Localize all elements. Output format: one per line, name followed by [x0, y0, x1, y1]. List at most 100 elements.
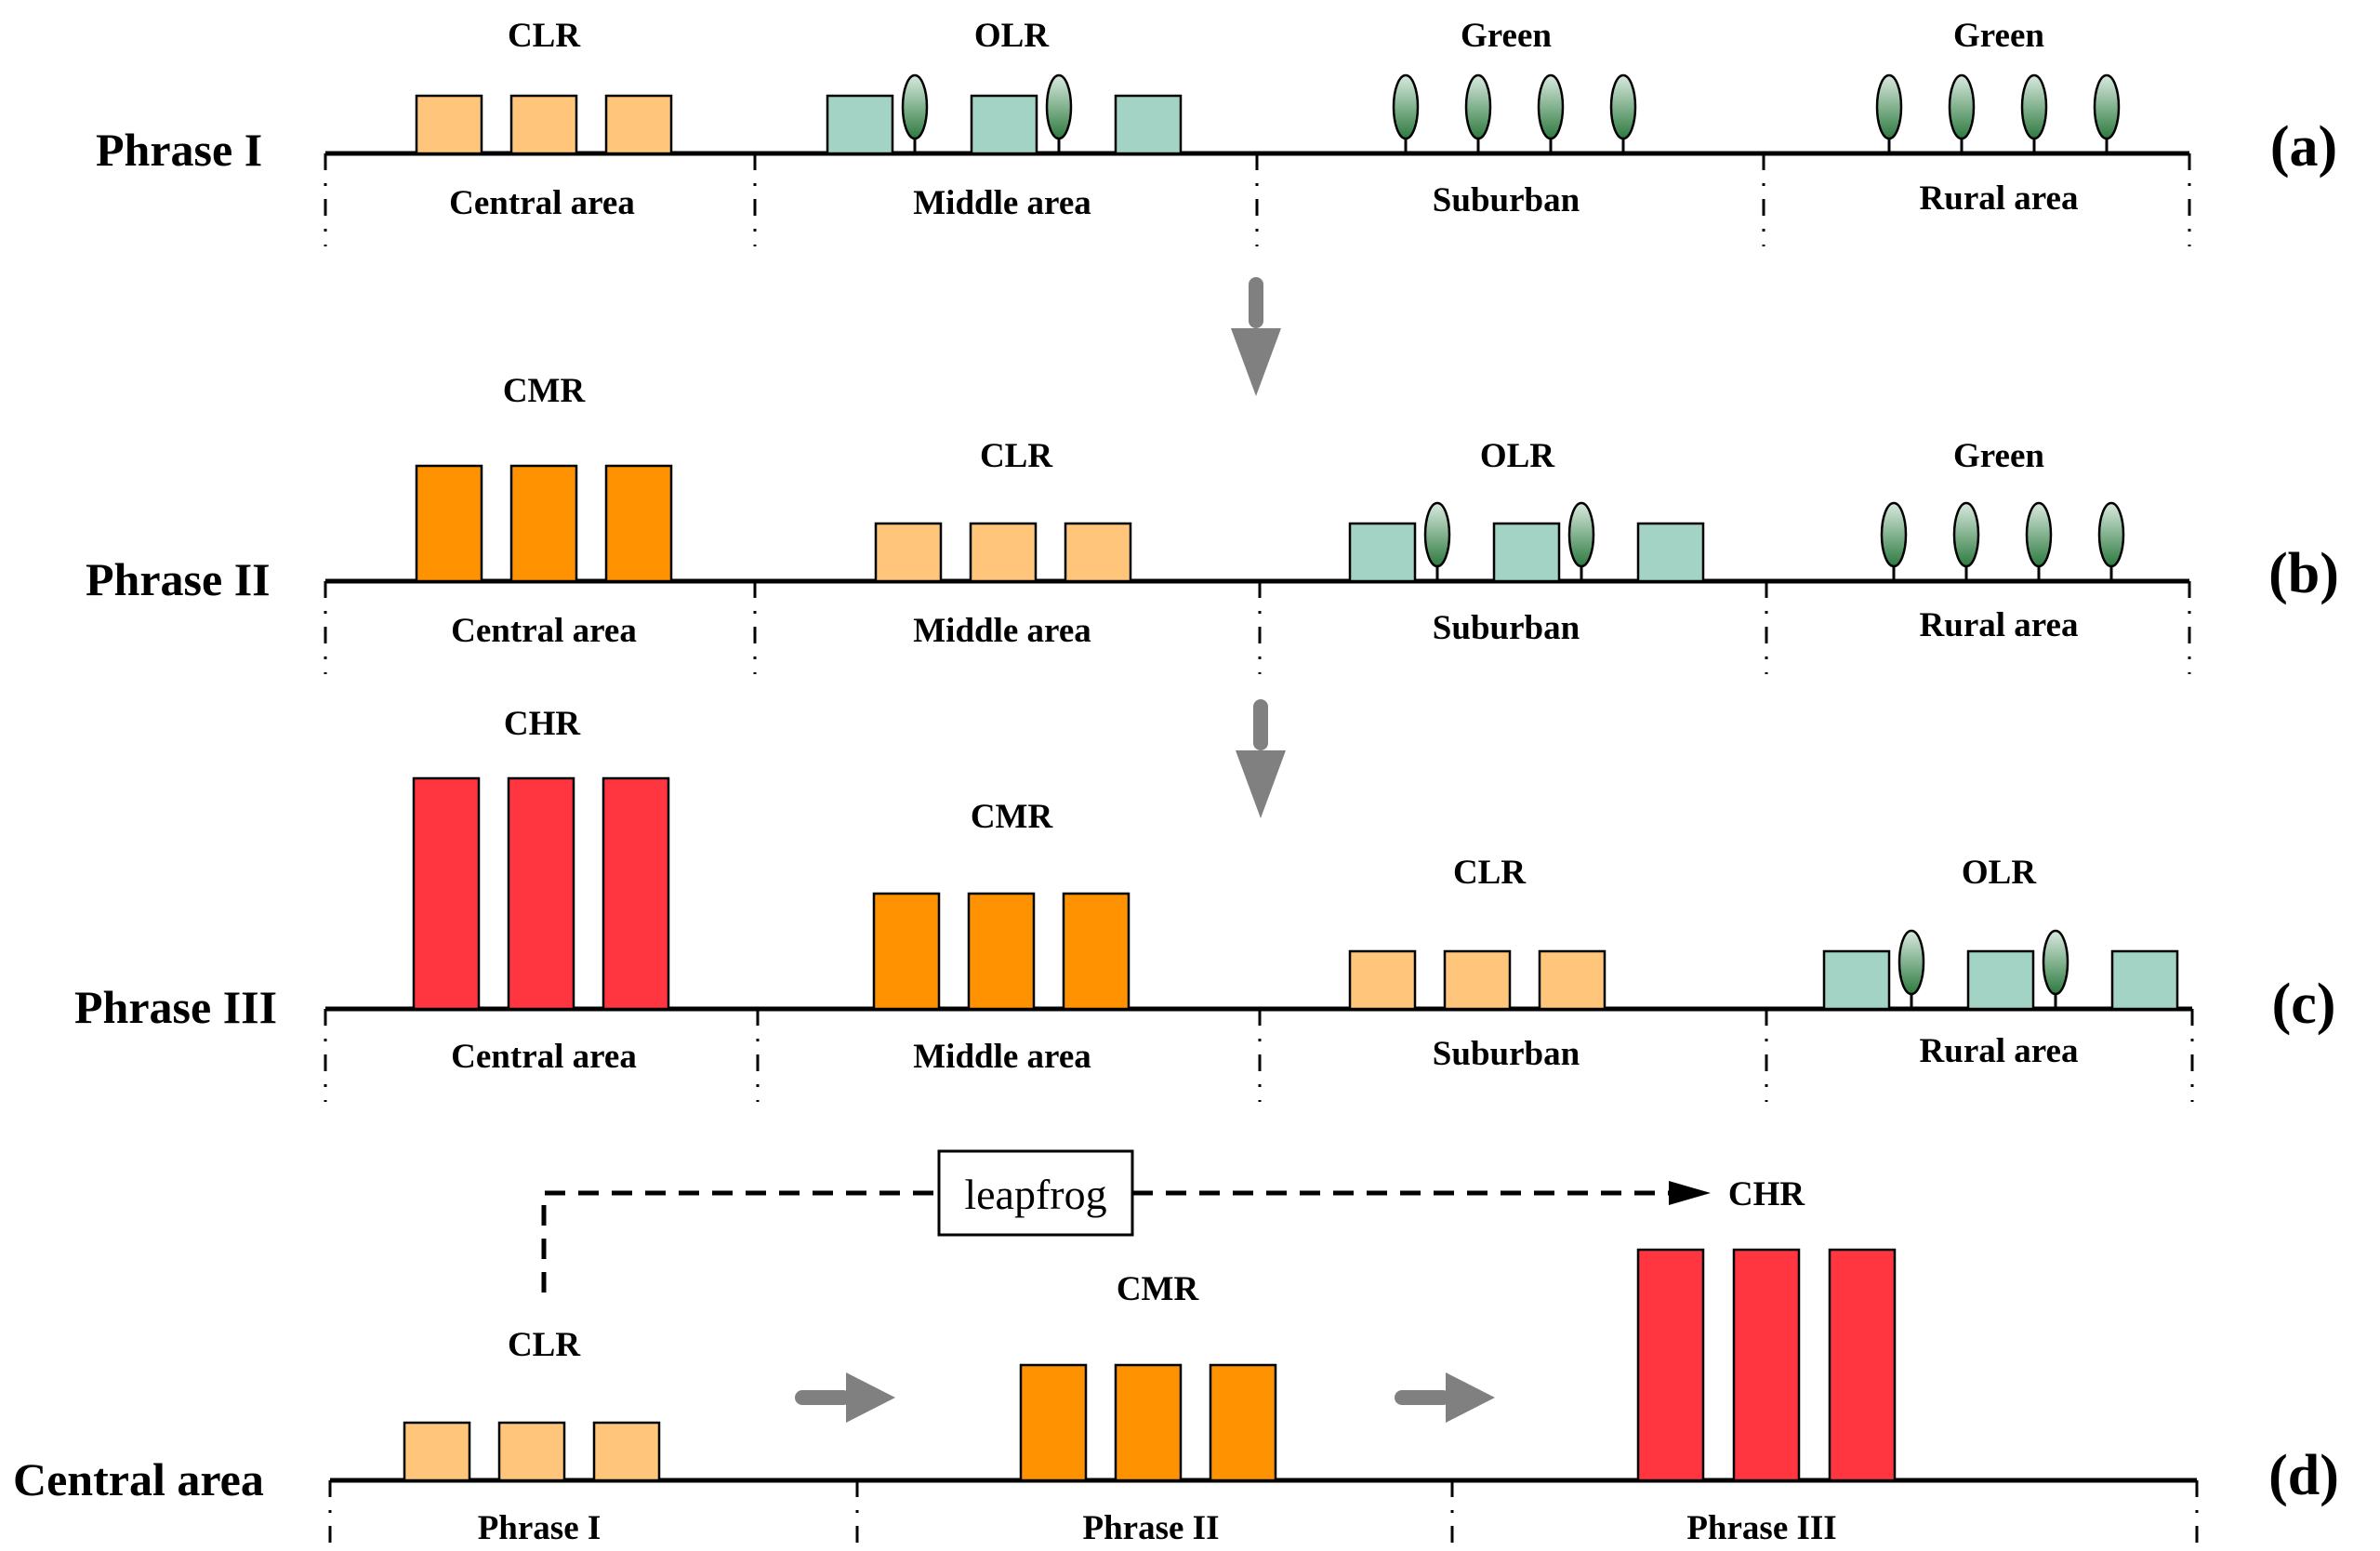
building-clr [415, 94, 483, 155]
zone-label: Suburban [1433, 609, 1580, 647]
building-chr [1636, 1248, 1705, 1482]
leapfrog-label: leapfrog [964, 1171, 1106, 1218]
leapfrog-dashed-line [541, 1190, 939, 1292]
category-label: OLR [974, 17, 1050, 55]
zone-label: Suburban [1433, 1035, 1580, 1073]
building-clr [969, 522, 1038, 583]
category-label: OLR [1962, 854, 2037, 892]
building-cmr [1062, 892, 1130, 1011]
tree-icon [1567, 501, 1595, 568]
zone-label: Rural area [1920, 606, 2079, 644]
zone-label: Central area [451, 612, 637, 650]
tree-icon [1423, 501, 1451, 568]
tree-icon [2097, 501, 2125, 568]
category-label: CMR [503, 372, 587, 410]
building-cmr [967, 892, 1036, 1011]
category-label: Green [1461, 17, 1552, 55]
tree-icon [1880, 501, 1908, 568]
leapfrog-box [937, 1149, 1134, 1237]
building-clr [604, 94, 673, 155]
zone-label: Phrase II [1083, 1509, 1220, 1547]
building-cmr [1019, 1363, 1088, 1482]
down-arrow-icon [1249, 277, 1263, 328]
building-chr [1732, 1248, 1801, 1482]
row-label-phrase-1: Phrase I [96, 124, 262, 176]
category-label: CLR [508, 17, 581, 55]
row-label-central-area: Central area [13, 1453, 264, 1505]
building-olr [970, 94, 1038, 155]
tree-icon [1609, 73, 1637, 140]
building-olr [1966, 949, 2035, 1011]
building-cmr [1114, 1363, 1183, 1482]
building-olr [826, 94, 894, 155]
tree-icon [901, 73, 929, 140]
down-arrow-icon [1236, 750, 1286, 818]
zone-labels-row-c: Central area Middle area Suburban Rural … [451, 1032, 2078, 1076]
leapfrog-annotation: leapfrog CHR [541, 1149, 1806, 1292]
zone-labels-row-b: Central area Middle area Suburban Rural … [451, 606, 2078, 650]
category-label: CMR [971, 798, 1054, 836]
right-arrow-icon [1446, 1372, 1495, 1423]
panel-label-b: (b) [2268, 542, 2339, 605]
zone-label: Middle area [913, 184, 1091, 222]
building-chr [1828, 1248, 1897, 1482]
zone-labels-row-d: Phrase I Phrase II Phrase III [478, 1509, 1837, 1547]
tree-icon [1464, 73, 1492, 140]
tree-icon [1875, 73, 1903, 140]
row-label-phrase-2: Phrase II [86, 553, 271, 605]
tree-icon [2025, 501, 2053, 568]
building-clr [1064, 522, 1132, 583]
category-labels: CLR OLR Green Green CMR CLR OLR Green CH… [503, 17, 2045, 1364]
building-clr [874, 522, 943, 583]
building-clr [497, 1421, 566, 1482]
category-label: CMR [1117, 1270, 1200, 1308]
building-olr [1822, 949, 1891, 1011]
tree-icon [1537, 73, 1565, 140]
category-label: CHR [504, 705, 582, 743]
category-label: CLR [1453, 854, 1527, 892]
panel-label-a: (a) [2270, 115, 2337, 179]
building-chr [507, 776, 575, 1011]
building-olr [1492, 522, 1561, 583]
building-cmr [604, 464, 673, 583]
category-label: CLR [980, 437, 1053, 475]
diagram-shapes [324, 73, 2199, 1551]
category-label: Green [1953, 437, 2044, 475]
tree-icon [2093, 73, 2121, 140]
building-olr [2110, 949, 2179, 1011]
building-cmr [872, 892, 941, 1011]
panel-label-c: (c) [2272, 973, 2336, 1036]
down-arrow-icon [1231, 328, 1281, 396]
down-arrow-icon [1253, 699, 1268, 750]
zone-label: Rural area [1920, 179, 2079, 218]
leapfrog-target-label: CHR [1728, 1175, 1806, 1213]
building-olr [1636, 522, 1705, 583]
tree-icon [1952, 501, 1980, 568]
tree-icon [1045, 73, 1073, 140]
building-olr [1114, 94, 1183, 155]
right-arrow-icon [795, 1390, 851, 1405]
zone-label: Middle area [913, 612, 1091, 650]
right-arrow-icon [1395, 1390, 1450, 1405]
tree-icon [2042, 929, 2069, 996]
category-label: Green [1953, 17, 2044, 55]
zone-label: Central area [451, 1038, 637, 1076]
tree-icon [1392, 73, 1420, 140]
zone-label: Phrase III [1686, 1509, 1836, 1547]
right-arrow-icon [846, 1372, 895, 1423]
category-label: CLR [508, 1326, 581, 1364]
zone-label: Central area [449, 184, 635, 222]
tree-icon [2020, 73, 2048, 140]
zone-label: Suburban [1433, 181, 1580, 219]
building-clr [1348, 949, 1417, 1011]
panel-label-d: (d) [2268, 1444, 2339, 1507]
building-clr [403, 1421, 471, 1482]
building-clr [509, 94, 578, 155]
building-cmr [415, 464, 483, 583]
building-clr [1538, 949, 1606, 1011]
tree-icon [1948, 73, 1976, 140]
building-cmr [1209, 1363, 1277, 1482]
zone-label: Phrase I [478, 1509, 602, 1547]
zone-label: Middle area [913, 1038, 1091, 1076]
